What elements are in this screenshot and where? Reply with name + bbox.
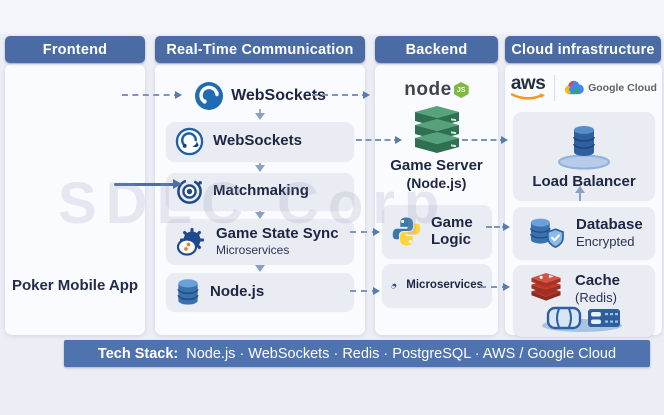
down-arrow-2 [255,163,265,172]
rtc-card-game-state-sync: Game State Sync Microservices [166,219,354,264]
aws-wordmark: aws [510,73,546,94]
nodejs-card-label: Node.js [210,282,265,300]
frontend-header-label: Frontend [42,41,108,58]
arrow-gamelogic-to-database [486,223,510,231]
websockets-logo-icon [195,82,224,110]
google-cloud-label: Google Cloud [588,81,657,94]
redis-logo-icon [531,273,561,301]
rtc-card-websockets: WebSockets [166,122,354,161]
frontend-header: Frontend [5,36,145,63]
rtc-card-matchmaking: Matchmaking [166,173,354,210]
rtc-header: Real-Time Communication [155,36,365,63]
arrow-nodejs-to-microservices [350,287,380,295]
aws-smile-icon [510,93,546,100]
load-balancer-label: Load Balancer [532,172,636,190]
websockets-label: WebSockets [231,87,326,105]
arrow-database-to-loadbalancer [575,186,585,201]
down-arrow-3 [255,211,265,219]
cloud-header-label: Cloud infrastructure [511,41,655,58]
python-logo-icon [392,217,421,246]
gear-icon [391,282,397,289]
arrow-microservices-to-cache [480,283,510,291]
load-balancer-icon [558,125,610,170]
cloud-card-load-balancer: Load Balancer [513,112,655,200]
cache-text: Cache (Redis) [575,272,621,305]
microservices-label: Microservices [406,279,483,292]
arrow-gameserver-to-loadbalancer [462,136,508,144]
rtc-item-websockets-logo: WebSockets [168,81,352,111]
backend-header: Backend [375,36,498,63]
down-arrow-1 [255,109,265,120]
server-stack-icon [414,106,459,153]
cache-label: Cache [575,272,621,289]
game-state-sync-sublabel: Microservices [216,242,290,257]
backend-card-game-logic: Game Logic [382,205,492,258]
database-shield-icon [530,218,564,249]
database-sublabel: Encrypted [576,233,635,249]
cloud-header: Cloud infrastructure [505,36,661,63]
websockets-badge-icon [175,127,204,156]
arrow-websockets-to-node [312,91,370,99]
tech-stack-bar: Tech Stack: Node.js · WebSockets · Redis… [64,340,650,367]
nodejs-wordmark: node [404,79,452,100]
gear-icon [176,227,204,256]
down-arrow-4 [255,265,265,272]
provider-divider [554,74,556,101]
google-cloud-icon [565,80,584,95]
arrow-gamestatesync-to-gamelogic [350,228,380,236]
backend-header-label: Backend [405,41,468,58]
game-server-subcaption: (Node.js) [375,175,498,192]
matchmaking-target-icon [177,179,202,204]
database-label: Database [576,215,643,233]
game-state-sync-label: Game State Sync [216,224,339,242]
container-icon [546,306,582,330]
game-server-icon-wrap [375,106,498,154]
arrow-phone-to-websockets [122,91,182,99]
arrow-phone-to-matchmaking [114,179,182,189]
game-server-sublabel: (Node.js) [406,175,467,191]
server-rack-icon [588,309,620,327]
nodejs-logo: node JS [375,79,498,101]
arrow-websockets-to-gameserver [356,136,402,144]
websockets-card-label: WebSockets [213,132,302,150]
rtc-header-label: Real-Time Communication [166,41,354,58]
cache-decor-icons [546,306,620,330]
frontend-panel [5,64,145,335]
google-cloud-logo: Google Cloud [563,79,657,96]
nodejs-hexagon-badge-icon: JS [453,82,469,98]
poker-mobile-app-label: Poker Mobile App [11,277,139,294]
game-server-caption: Game Server [375,157,498,175]
tech-stack-items: Node.js · WebSockets · Redis · PostgreSQ… [186,345,617,362]
matchmaking-label: Matchmaking [213,182,309,200]
aws-logo: aws [510,74,546,101]
cache-sublabel: (Redis) [575,289,617,305]
database-cylinder-icon [177,278,199,305]
frontend-caption: Poker Mobile App [5,277,145,295]
database-text: Database Encrypted [576,215,643,249]
game-server-label: Game Server [390,157,483,174]
game-state-sync-text: Game State Sync Microservices [216,224,339,257]
game-logic-label: Game Logic [431,213,473,248]
cloud-card-database: Database Encrypted [513,207,655,259]
tech-stack-label: Tech Stack: [97,345,179,362]
rtc-card-nodejs: Node.js [166,273,354,311]
cloud-providers: aws Google Cloud [505,74,662,101]
backend-card-microservices: Microservices [382,264,492,307]
